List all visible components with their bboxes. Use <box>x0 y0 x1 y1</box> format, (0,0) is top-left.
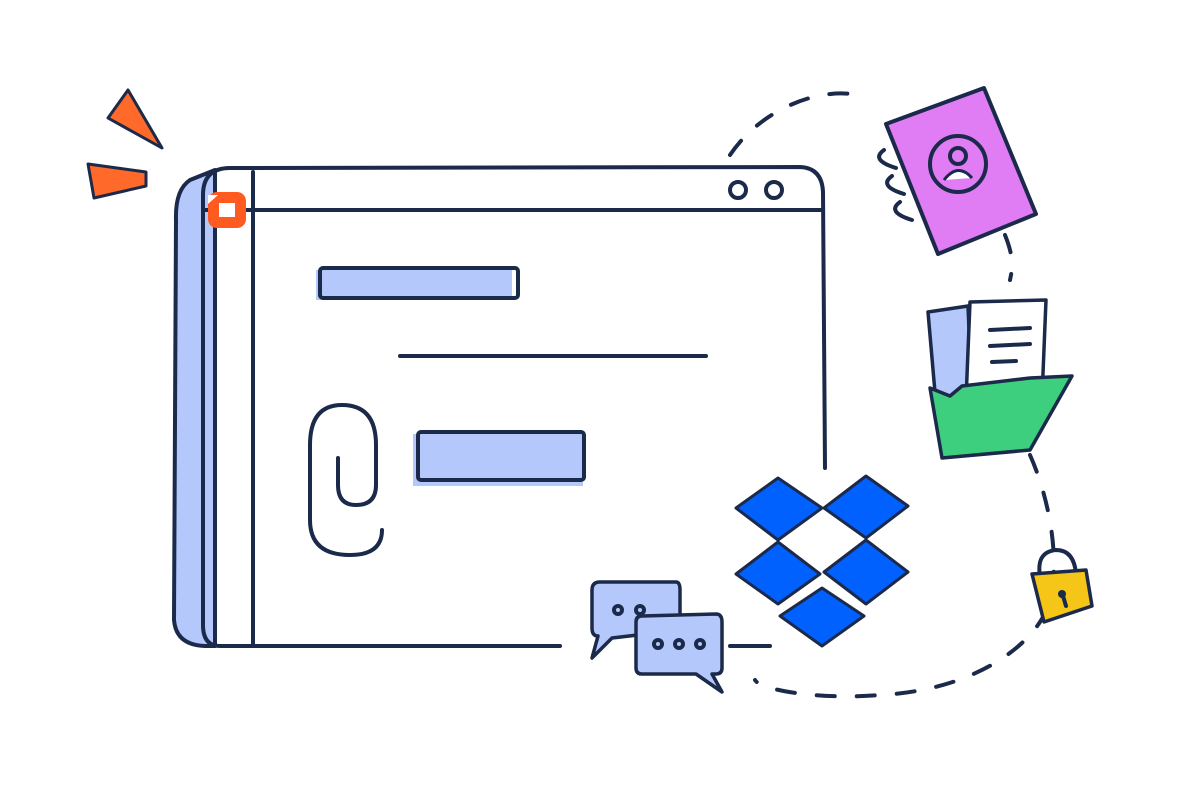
chat-bubbles-icon <box>590 580 724 694</box>
window-control-icon[interactable] <box>764 180 784 200</box>
browser-window <box>172 165 827 648</box>
padlock-icon <box>1030 548 1094 624</box>
text-bar <box>316 270 512 300</box>
sparkle-marks-icon <box>86 88 164 200</box>
app-logo-icon <box>208 192 246 228</box>
folder-document-icon <box>926 298 1074 460</box>
window-control-icon[interactable] <box>728 180 748 200</box>
paperclip-icon <box>308 403 384 557</box>
text-bar <box>413 434 583 486</box>
dashed-path <box>728 91 1056 699</box>
contact-book-icon <box>877 86 1038 256</box>
dropbox-logo-icon <box>734 474 910 648</box>
